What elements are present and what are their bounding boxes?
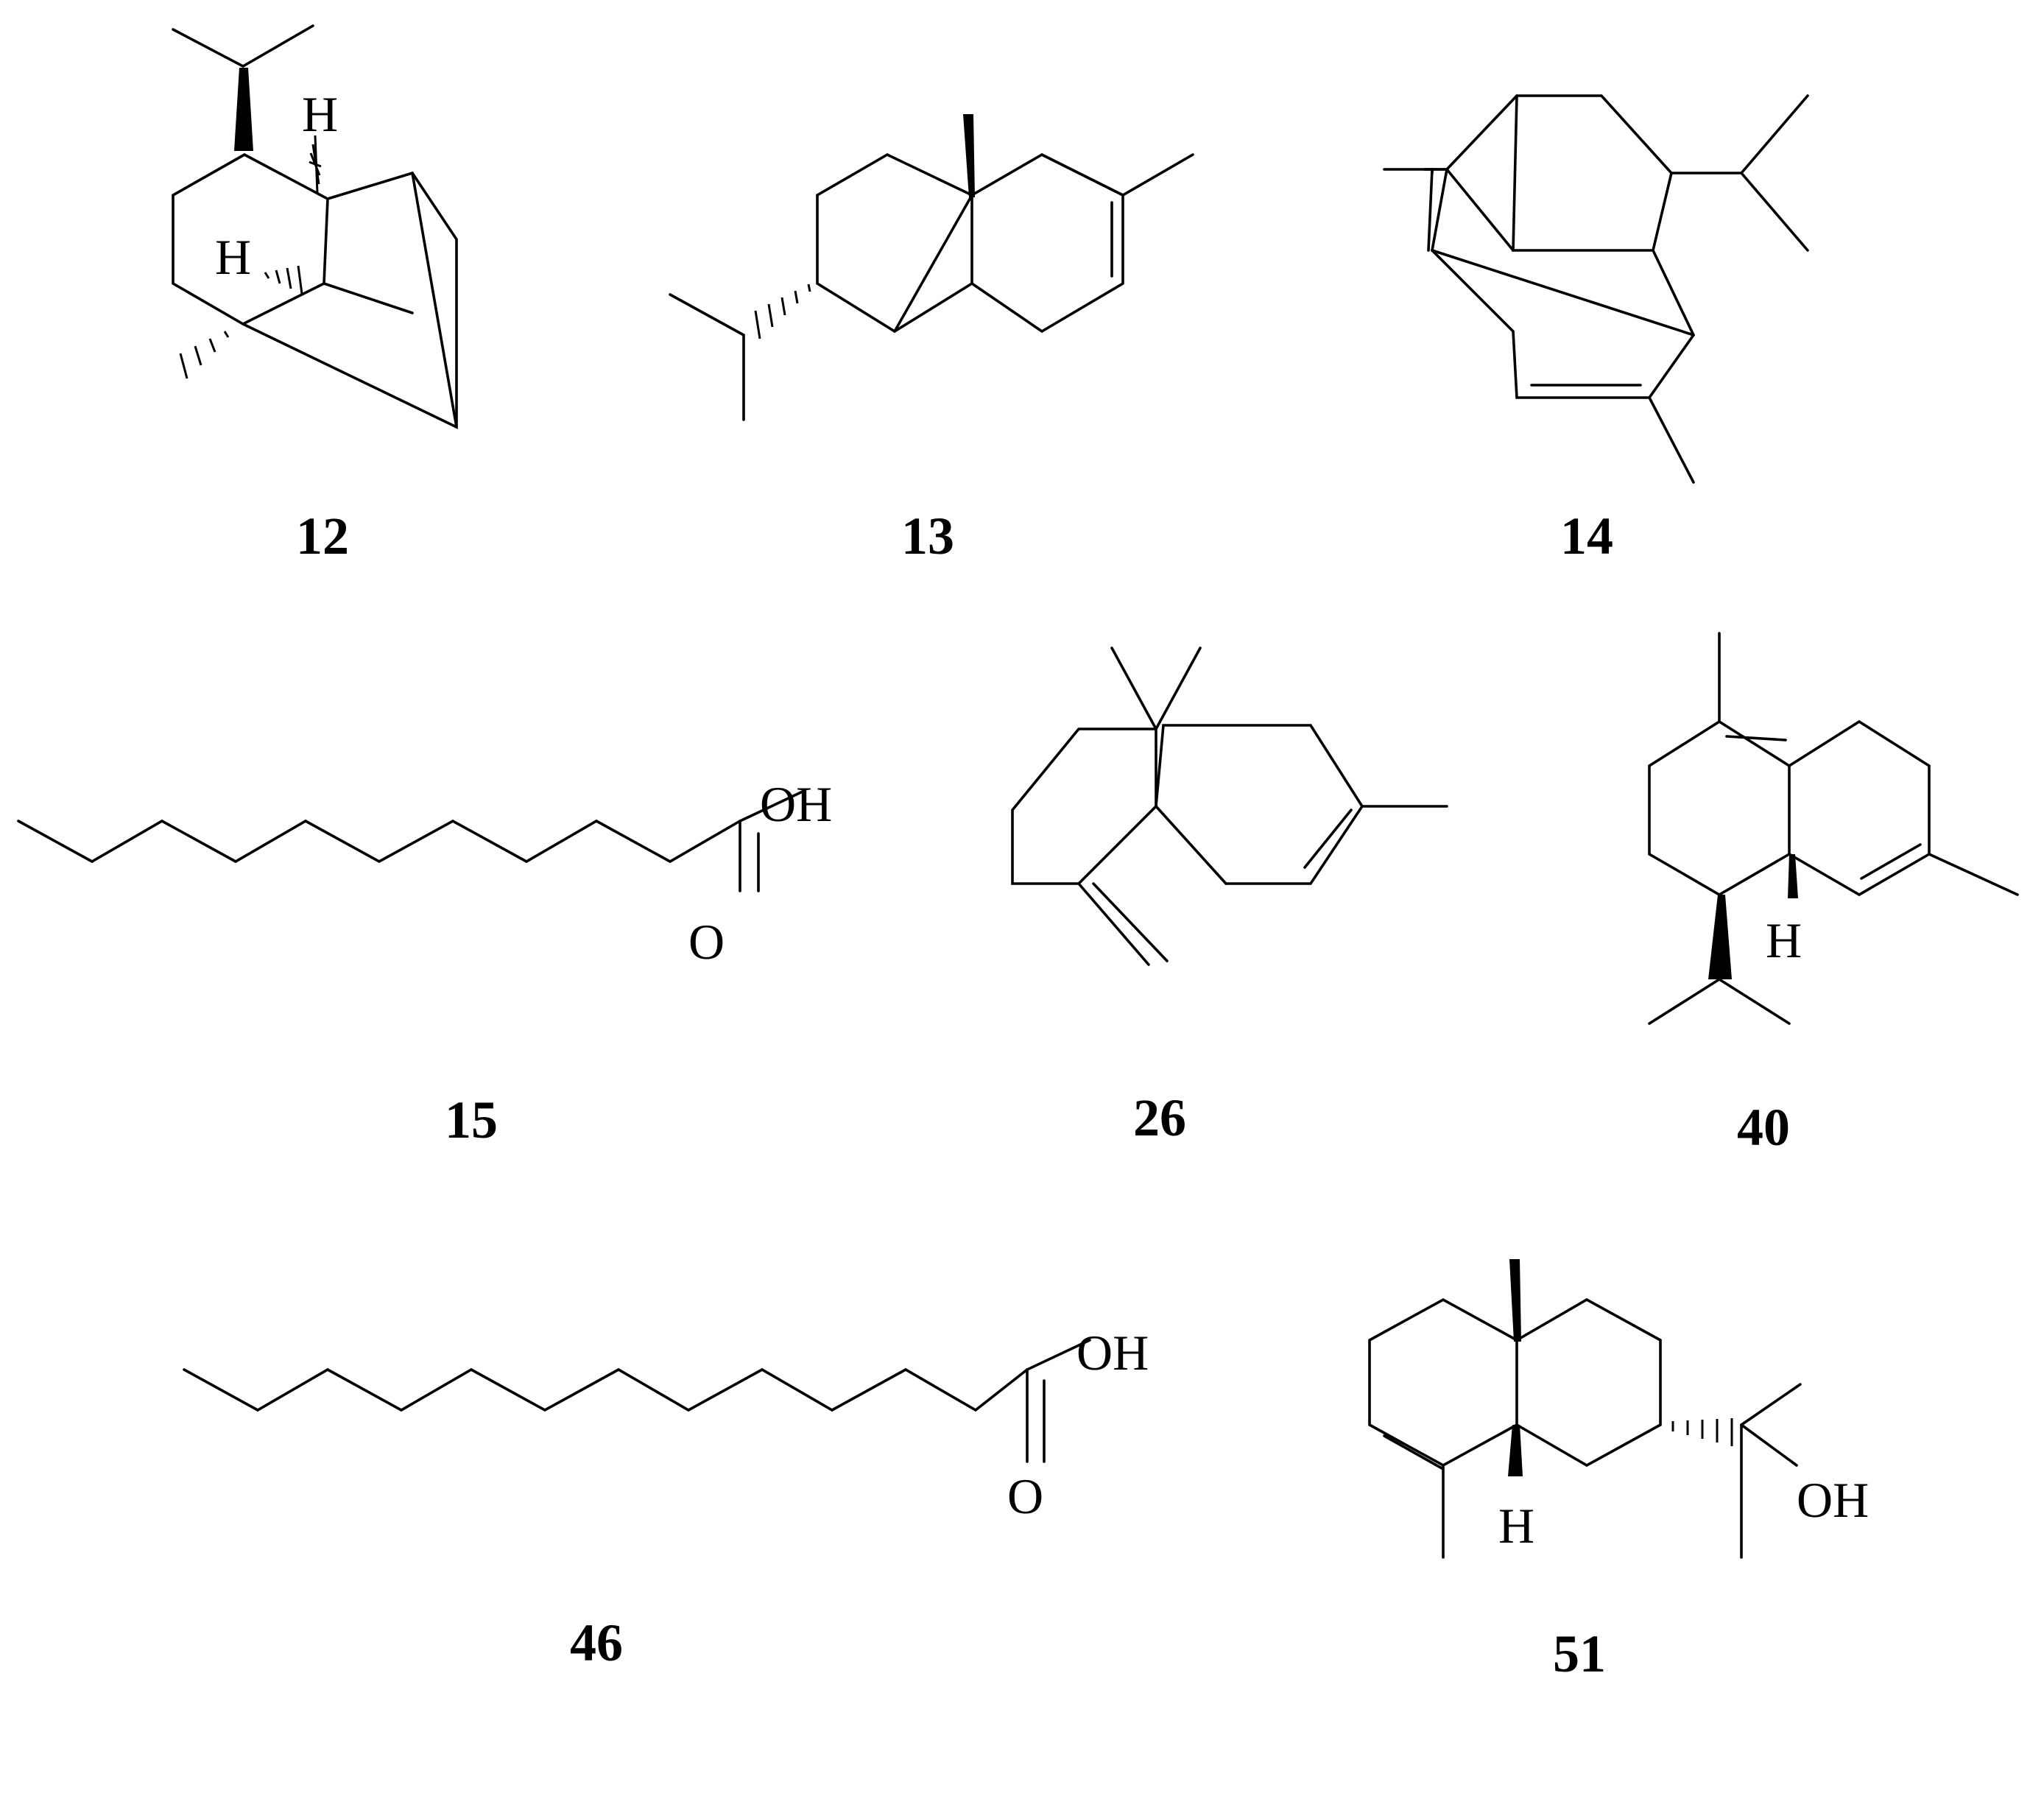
compound-number: 46	[570, 1613, 623, 1672]
structure-14: 14	[1383, 94, 1809, 566]
atom-label-oh: OH	[1797, 1472, 1869, 1528]
structure-26: 26	[1011, 647, 1448, 1147]
structure-46: OH O 46	[183, 1325, 1149, 1672]
structure-15: OH O 15	[17, 776, 832, 1149]
atom-label-oh: OH	[760, 776, 832, 832]
structure-51: H OH 51	[1368, 1259, 1869, 1683]
compound-number: 15	[445, 1091, 498, 1149]
atom-label-oh: OH	[1076, 1325, 1149, 1381]
compound-number: 51	[1553, 1624, 1606, 1683]
atom-label-h: H	[1766, 912, 1802, 968]
atom-label-h: H	[1498, 1498, 1534, 1554]
compound-number: 26	[1133, 1088, 1186, 1147]
structure-12: H H 12	[172, 24, 458, 566]
atom-label-h: H	[215, 229, 251, 285]
structure-40: H 40	[1648, 632, 2019, 1157]
atom-label-o: O	[688, 914, 725, 970]
compound-number: 13	[901, 507, 954, 566]
compound-number: 40	[1737, 1098, 1790, 1157]
structure-13: 13	[669, 114, 1194, 566]
compound-number: 12	[296, 507, 349, 566]
atom-label-o: O	[1007, 1468, 1043, 1524]
atom-label-h: H	[302, 86, 338, 142]
compound-number: 14	[1560, 507, 1613, 566]
